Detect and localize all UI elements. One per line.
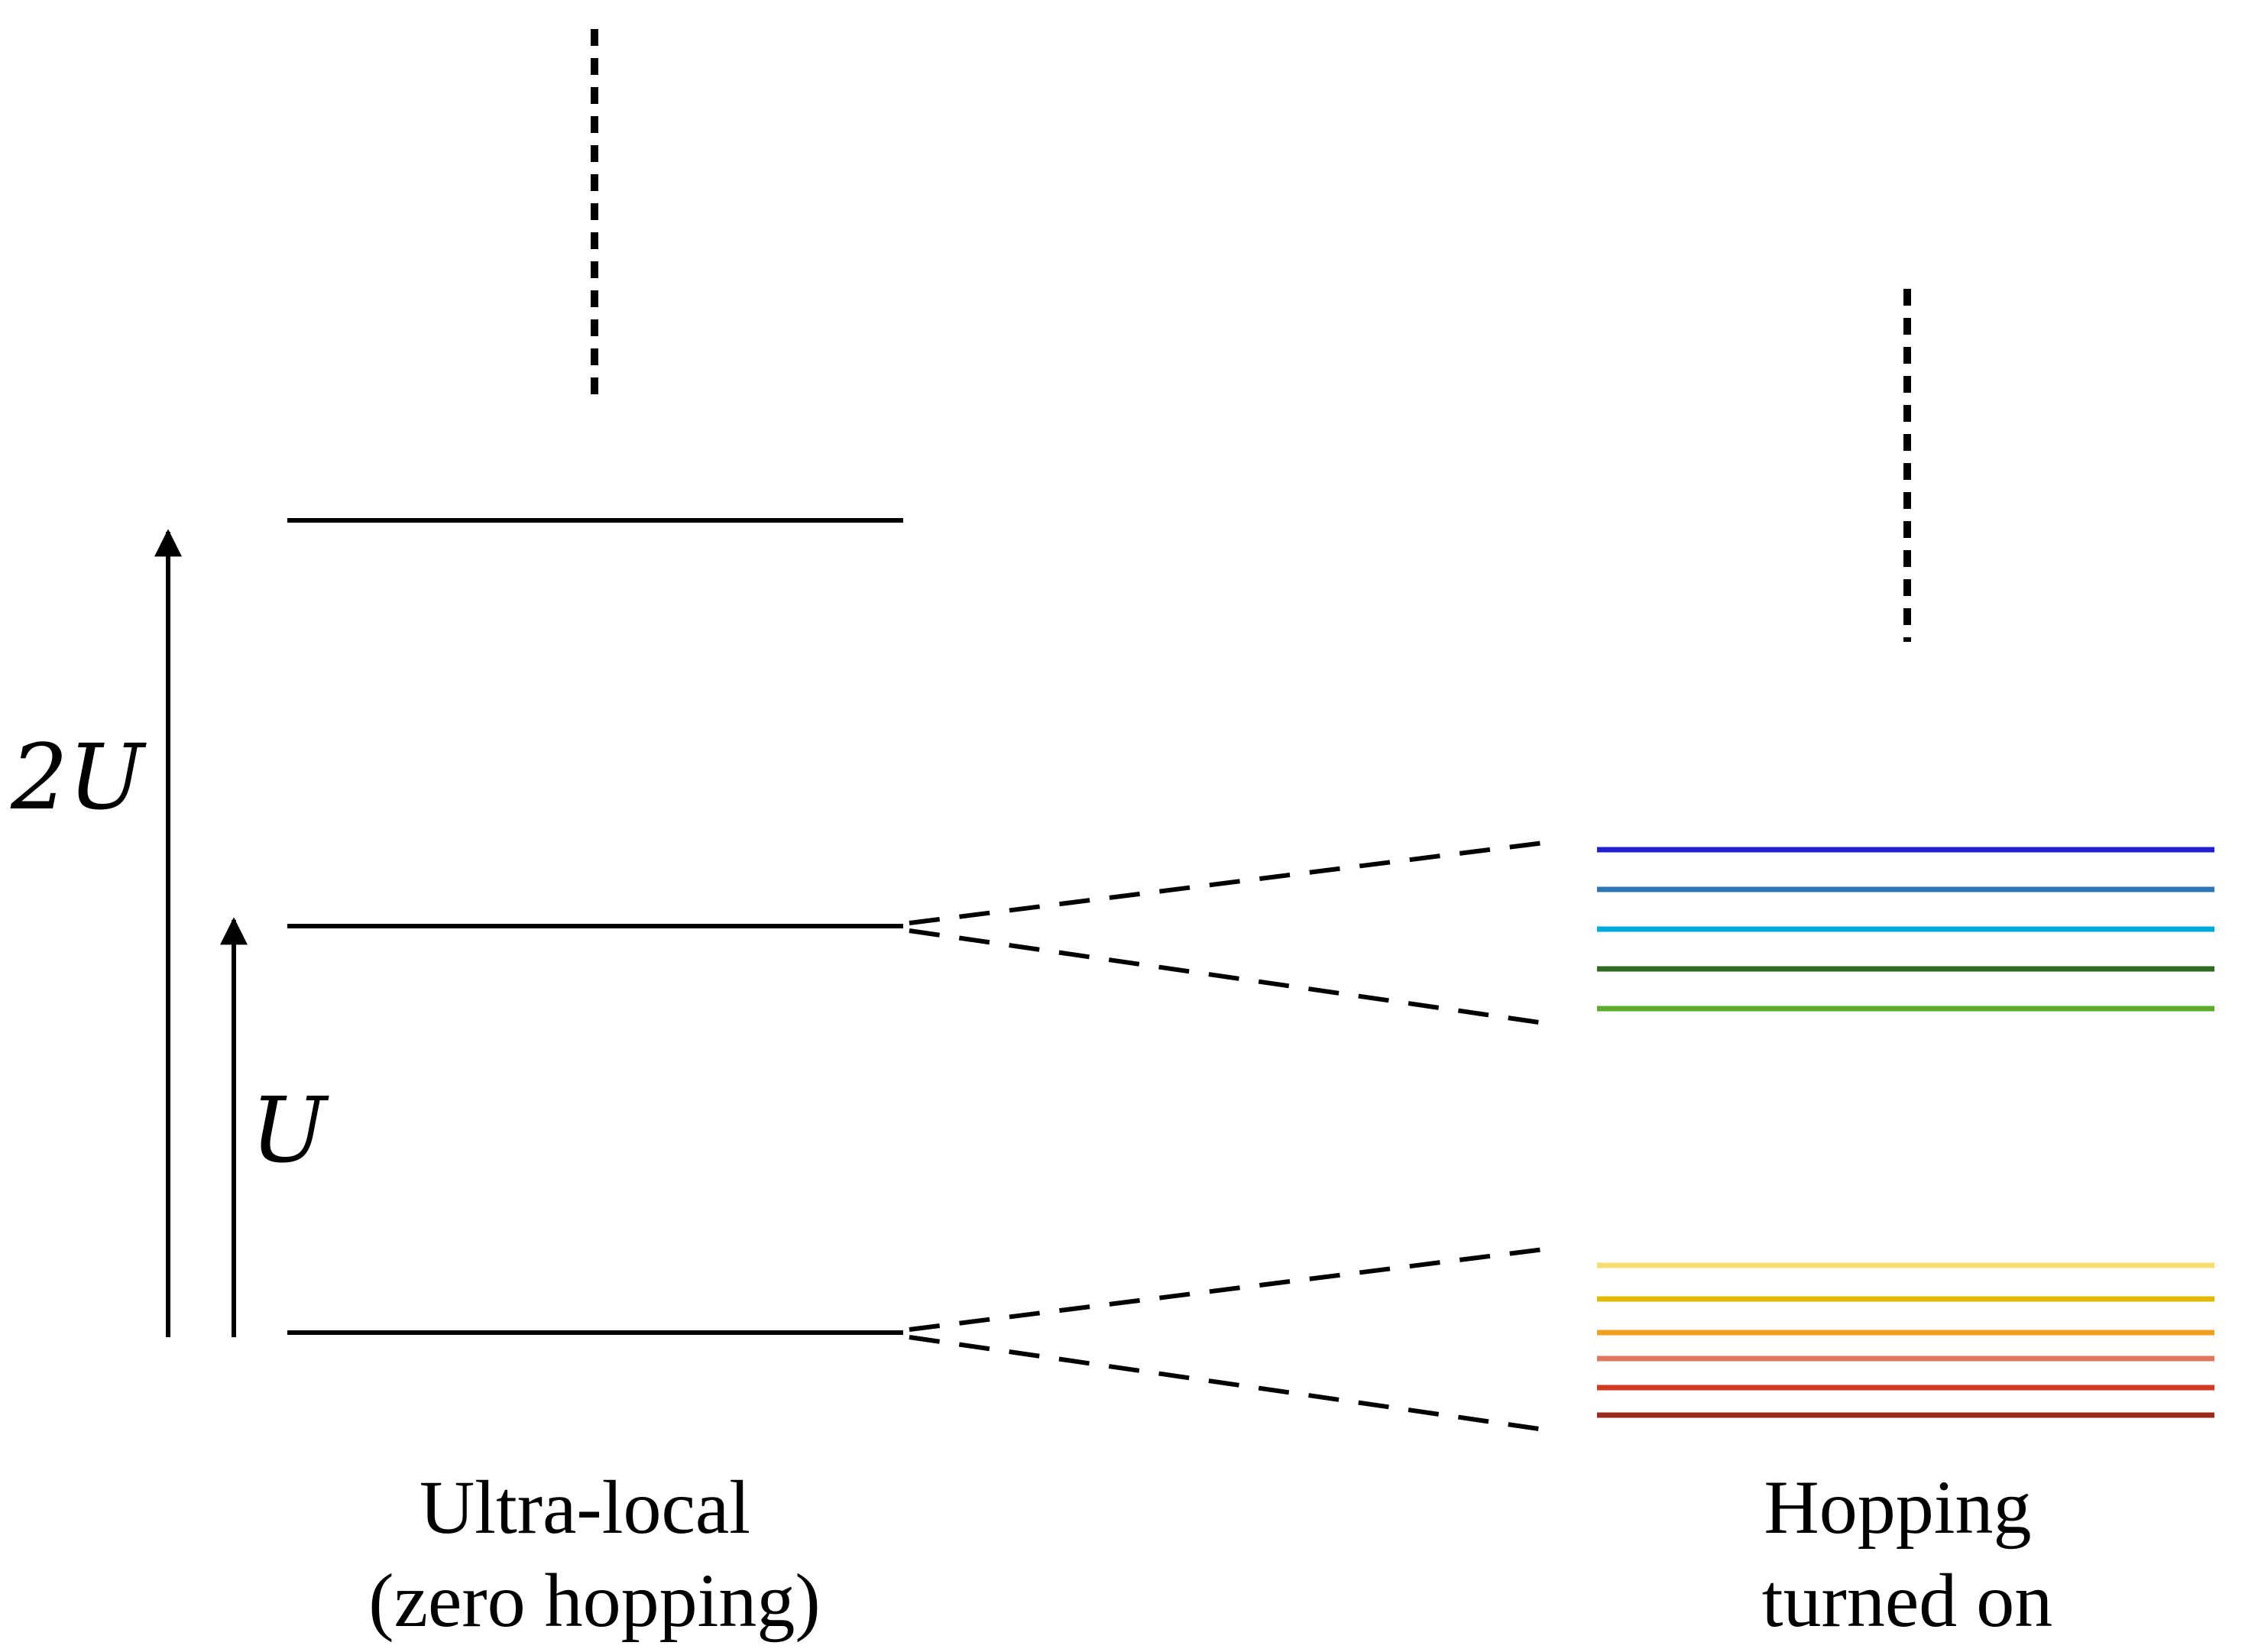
right-caption-line-2: turned on (1762, 1558, 2052, 1643)
lower-connector-top (909, 1246, 1550, 1332)
upper-connectors (909, 840, 1550, 1026)
right-caption: Hopping turned on (1762, 1465, 2052, 1643)
left-caption-line-1: Ultra-local (420, 1465, 750, 1550)
lower-connector-bottom (909, 1335, 1550, 1433)
label-u: U (251, 1077, 329, 1183)
left-caption-line-2: (zero hopping) (368, 1558, 820, 1643)
label-2u: 2U (10, 724, 147, 830)
upper-connector-top (909, 840, 1550, 925)
upper-connector-bottom (909, 928, 1550, 1026)
lower-connectors (909, 1246, 1550, 1433)
right-caption-line-1: Hopping (1764, 1465, 2032, 1550)
left-caption: Ultra-local (zero hopping) (368, 1465, 820, 1643)
upper-band (1597, 847, 2214, 1012)
lower-band (1597, 1262, 2214, 1418)
